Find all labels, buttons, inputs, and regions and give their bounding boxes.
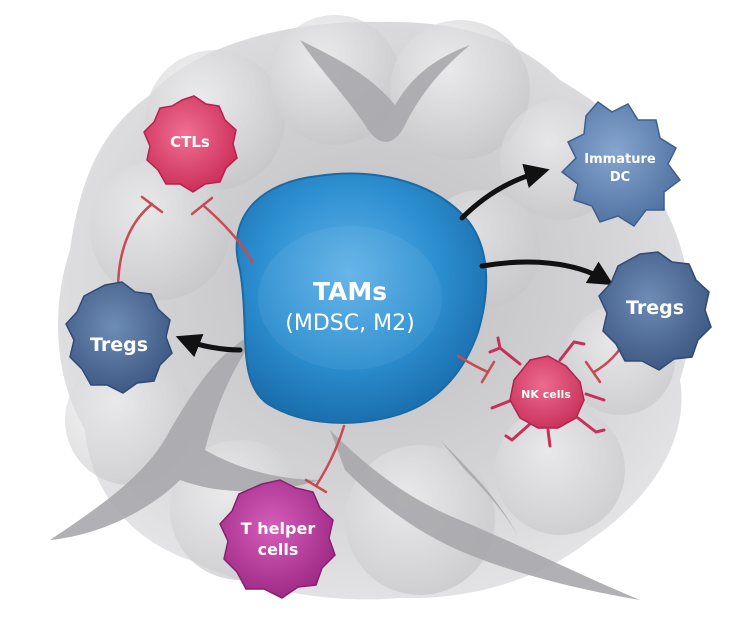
tregs-left-label: Tregs <box>90 334 148 356</box>
inhibit-tam-to-thelper <box>304 424 346 494</box>
tam-cell <box>235 172 488 424</box>
tregs-right-cell <box>598 251 712 371</box>
thelper-label-line2: cells <box>258 540 299 559</box>
inhibit-tam-to-ctls <box>190 196 254 264</box>
nk-cell <box>488 336 606 448</box>
arrow-tam-to-tregs-left <box>175 333 243 358</box>
immature-dc-label-line2: DC <box>610 170 630 185</box>
tregs-left-cell <box>65 281 173 394</box>
tam-title: TAMs <box>313 277 387 306</box>
nk-cells-label: NK cells <box>521 388 571 401</box>
tregs-right-label: Tregs <box>626 297 684 319</box>
activation-arrows <box>175 163 614 358</box>
inhibit-tregs-left-to-ctls <box>116 195 164 292</box>
thelper-label-line1: T helper <box>241 519 316 538</box>
labels: TAMs (MDSC, M2) CTLs Immature DC Tregs T… <box>90 133 684 559</box>
arrow-tam-to-immature-dc <box>459 163 550 221</box>
tam-subtitle: (MDSC, M2) <box>285 311 414 336</box>
inhibition-lines <box>116 195 628 494</box>
inhibit-tam-to-nk <box>456 354 496 384</box>
immature-dc-cell <box>560 100 682 228</box>
thelper-cell <box>219 479 336 599</box>
ctls-cell <box>143 95 238 193</box>
ctls-label: CTLs <box>170 133 210 151</box>
arrow-tam-to-tregs-right <box>479 259 614 286</box>
immature-dc-label-line1: Immature <box>584 152 656 167</box>
